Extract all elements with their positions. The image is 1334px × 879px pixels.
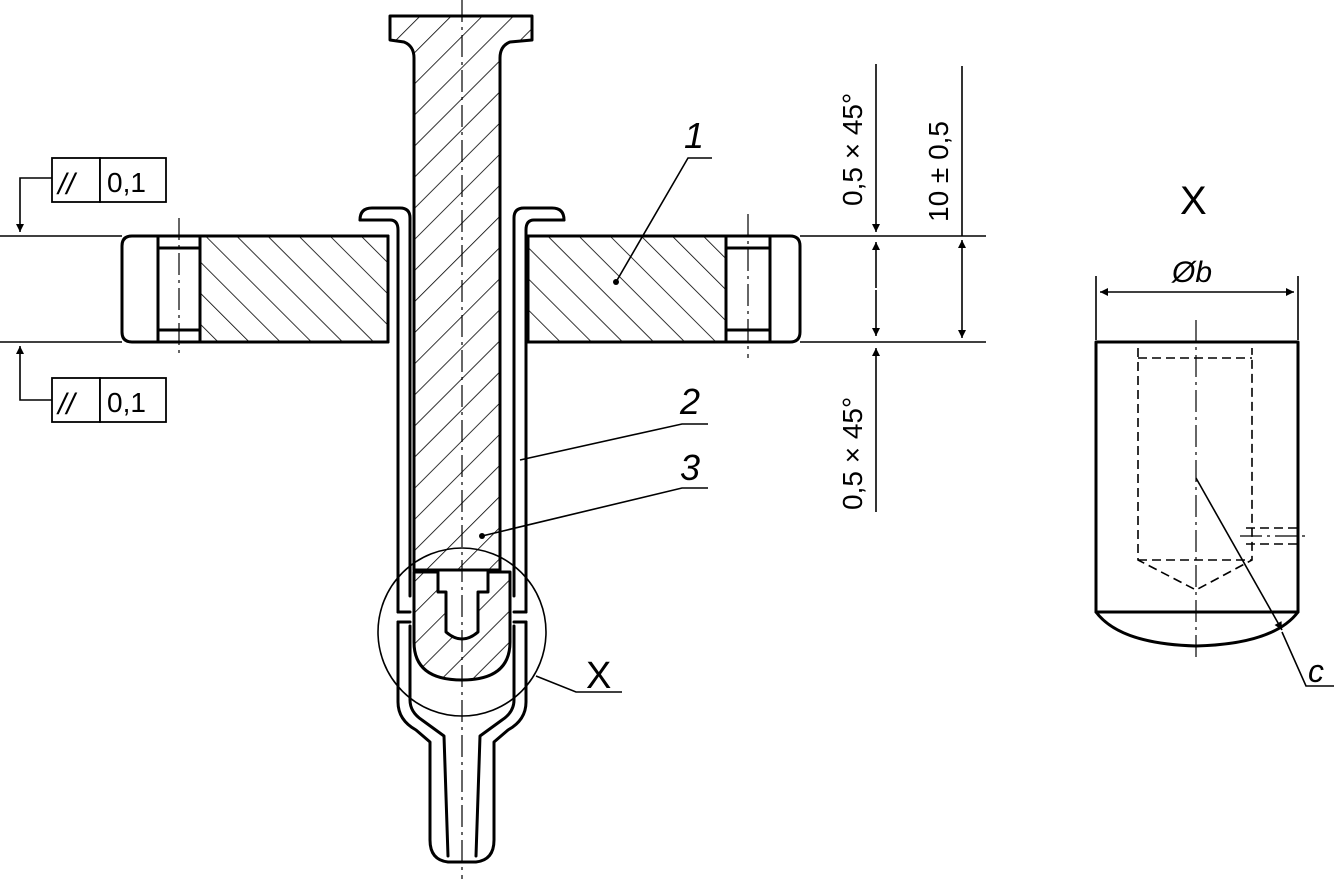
- detail-tip: [1094, 610, 1300, 648]
- sleeve: [358, 206, 566, 864]
- dimensions: 0,5 × 45° 0,5 × 45° 10 ± 0,5: [837, 64, 966, 512]
- base-plate: [120, 214, 802, 358]
- main-view: X 1 2 3 // 0,1 //: [0, 0, 986, 879]
- callout-2: 2: [679, 381, 700, 422]
- detail-leader: [535, 675, 622, 693]
- detail-diameter-label: Øb: [1171, 256, 1212, 289]
- dim-chamfer-bottom: 0,5 × 45°: [837, 397, 868, 510]
- dim-chamfer-top: 0,5 × 45°: [837, 93, 868, 206]
- pin: [388, 0, 534, 879]
- tolerance-symbol-bottom: //: [56, 388, 77, 421]
- callout-1: 1: [684, 115, 704, 156]
- tolerance-value-top: 0,1: [107, 167, 146, 198]
- tolerance-frame-top: // 0,1: [16, 157, 167, 232]
- detail-leader-label: c: [1308, 653, 1324, 689]
- detail-view: X Øb c: [1094, 179, 1334, 689]
- detail-circle: [377, 547, 547, 717]
- callout-3: 3: [680, 447, 700, 488]
- dim-thickness: 10 ± 0,5: [923, 121, 954, 222]
- tolerance-value-bottom: 0,1: [107, 387, 146, 418]
- tolerance-symbol-top: //: [56, 168, 77, 201]
- detail-body: [1094, 340, 1300, 614]
- tolerance-frame-bottom: // 0,1: [16, 346, 167, 423]
- detail-view-title: X: [1180, 179, 1207, 223]
- callouts: 1 2 3: [479, 115, 712, 539]
- detail-marker-label: X: [586, 655, 611, 697]
